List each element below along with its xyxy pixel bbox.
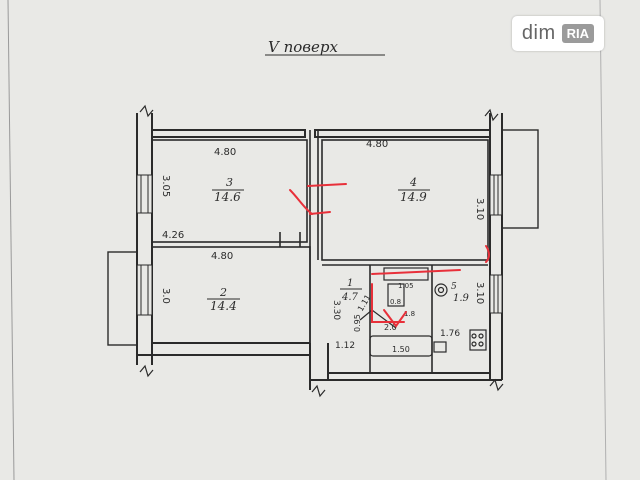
room-4-id: 4 [409, 176, 417, 189]
dimension-labels: 4.80 4.80 4.80 4.26 3.05 3.0 3.10 3.10 3… [160, 139, 485, 354]
wc-dim-d: 1.8 [404, 310, 415, 318]
room-2-height: 3.0 [160, 288, 171, 304]
room-labels: 3 14.6 4 14.9 2 14.4 3 1 4.7 5 1.9 [207, 176, 470, 313]
left-edge-dim: 3.30 [331, 300, 341, 320]
balcony-right [501, 129, 539, 229]
hall-area: 4.7 [341, 292, 359, 303]
room-3-height: 3.05 [160, 175, 171, 197]
room-4-area: 14.9 [400, 190, 427, 204]
room-4-height: 3.10 [474, 198, 485, 220]
bath-length: 1.50 [392, 345, 410, 354]
room-3-id: 3 [226, 176, 233, 189]
dimria-watermark: dim RIA [511, 16, 604, 51]
wc-dim-c: 0.8 [390, 298, 401, 306]
balcony-left [107, 251, 138, 346]
floor-title: Ⅴ поверх [268, 38, 339, 56]
room-5-height: 3.10 [474, 282, 485, 304]
room-3-width: 4.80 [214, 147, 236, 158]
bathroom-fixtures [359, 267, 487, 357]
room-5-area: 1.9 [453, 293, 470, 304]
break-marks [139, 104, 504, 398]
room-4-width: 4.80 [366, 139, 388, 150]
watermark-badge: RIA [561, 24, 594, 43]
outer-walls [136, 113, 503, 390]
hall-id: 1 [347, 278, 353, 289]
room-3-area: 14.6 [214, 190, 241, 204]
paper-edge [599, 0, 607, 480]
watermark-brand: dim [521, 22, 556, 44]
red-markup [289, 183, 490, 328]
small-dim-a: 1.12 [335, 341, 355, 351]
wc-dim-b: 1.05 [398, 282, 414, 290]
room-2-width: 4.80 [211, 251, 233, 262]
corridor-length: 4.26 [162, 230, 184, 241]
room-2-area: 14.4 [210, 299, 237, 313]
interior-walls [151, 130, 489, 373]
room-2-id: 2 [219, 286, 227, 299]
windows [136, 174, 503, 316]
kitchen-width: 1.76 [440, 329, 460, 339]
room-5-id: 5 [451, 282, 457, 292]
small-dim-b: 0.95 [353, 314, 362, 332]
wc-dim-a: 2.0 [384, 323, 397, 332]
paper-edge [7, 0, 15, 480]
